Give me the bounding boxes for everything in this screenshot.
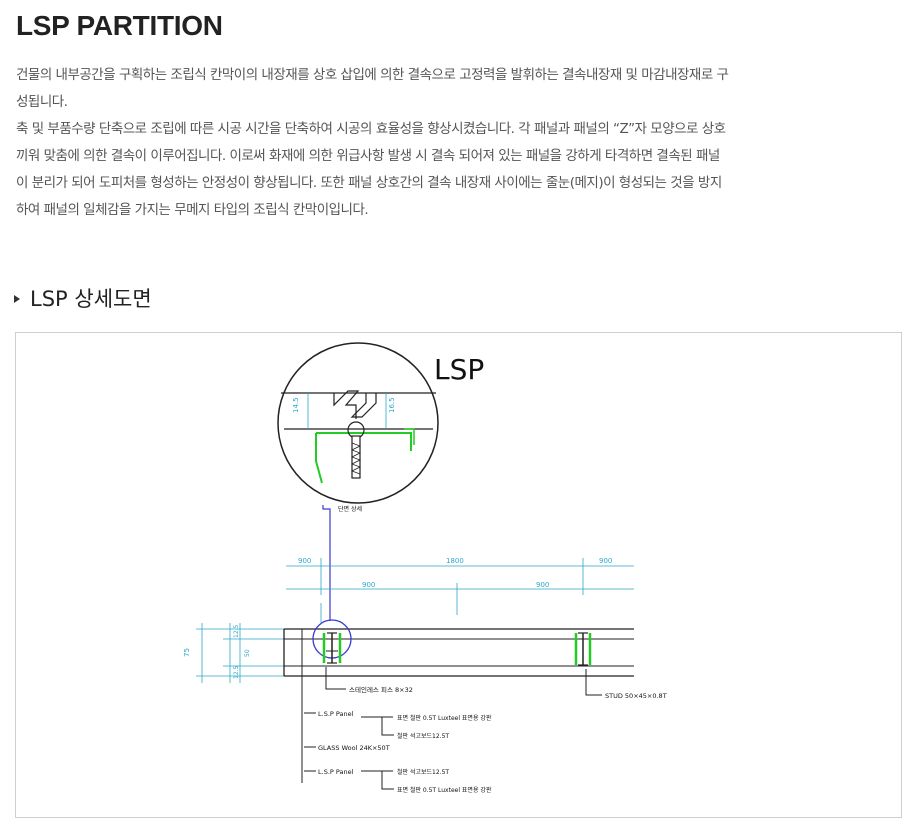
panel-wall [283,628,634,783]
dim-core: 50 [244,649,251,657]
detail-label: 단면 상세 [338,505,362,513]
dim-second-right: 900 [536,581,549,589]
detail-dim-b: 16.5 [388,397,396,413]
dim-face-top: 12.5 [233,624,240,638]
callout-stud: STUD 50×45×0.8T [605,692,667,700]
cad-drawing: LSP 14.5 16.5 단면 상세 [183,342,667,794]
detail-circle [277,342,439,504]
triangle-bullet-icon [14,295,20,303]
dim-total-height: 75 [183,648,191,657]
dim-top-left: 900 [298,557,311,565]
callout-glass-wool: GLASS Wool 24K×50T [318,744,390,752]
section-heading: LSP 상세도면 [14,283,152,313]
page-title: LSP PARTITION [16,10,223,41]
intro-text: 건물의 내부공간을 구획하는 조립식 칸막이의 내장재를 상호 삽입에 의한 결… [16,62,906,224]
callouts [304,667,602,790]
intro-line: 끼워 맞춤에 의한 결속이 이루어집니다. 이로써 화재에 의한 위급사항 발생… [16,148,720,164]
callout-panel-top: L.S.P Panel [318,710,354,718]
callout-panel-bottom-b: 표면 철판 0.5T Luxteel 표면용 강판 [397,786,492,794]
lsp-detail-drawing: LSP 14.5 16.5 단면 상세 [15,332,902,818]
dimension-lines: 900 1800 900 900 900 75 12.5 50 12.5 [183,557,634,683]
callout-panel-bottom: L.S.P Panel [318,768,354,776]
detail-dim-a: 14.5 [292,397,300,413]
left-stud-joint [312,619,352,664]
dim-top-right: 900 [599,557,612,565]
intro-line: 축 및 부품수량 단축으로 조립에 따른 시공 시간을 단축하여 시공의 효율성… [16,121,726,137]
intro-line: 건물의 내부공간을 구획하는 조립식 칸막이의 내장재를 상호 삽입에 의한 결… [16,67,729,83]
callout-panel-top-b: 철판 석고보드12.5T [397,732,449,740]
callout-panel-bottom-a: 철판 석고보드12.5T [397,768,449,776]
detail-magnifier: 14.5 16.5 [277,342,439,504]
intro-line: 하여 패널의 일체감을 가지는 무메지 타입의 조립식 칸막이입니다. [16,202,369,218]
dim-face-bottom: 12.5 [233,665,240,679]
intro-line: 성됩니다. [16,94,68,110]
dim-top-middle: 1800 [446,557,464,565]
detail-leader [322,505,331,621]
callout-screw: 스테인레스 피스 8×32 [349,685,413,694]
dim-second-left: 900 [362,581,375,589]
drawing-title: LSP [434,353,484,386]
intro-line: 이 분리가 되어 도피처를 형성하는 안정성이 향상됩니다. 또한 패널 상호간… [16,175,722,191]
right-stud [574,632,592,666]
section-heading-label: LSP 상세도면 [30,287,152,311]
callout-panel-top-a: 표면 철판 0.5T Luxteel 표면용 강판 [397,714,492,722]
